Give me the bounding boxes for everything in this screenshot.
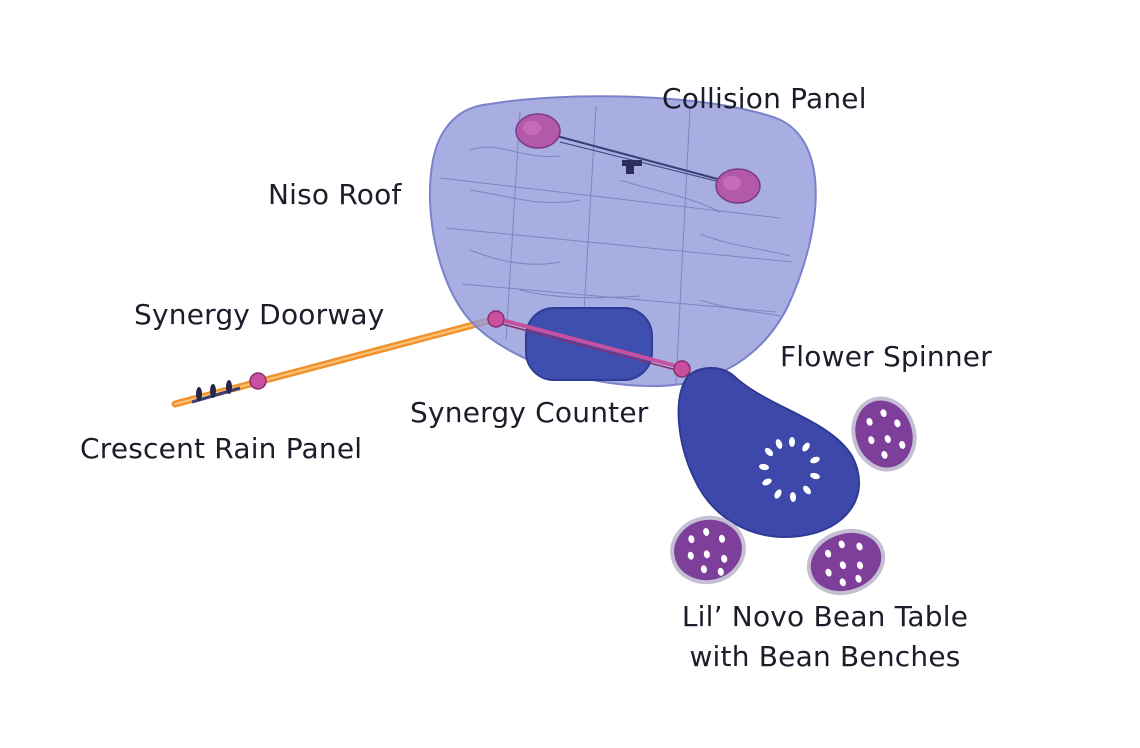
crescent-rain-panel	[191, 380, 241, 404]
synergy-doorway	[171, 316, 496, 408]
synergy-counter-label: Synergy Counter	[410, 396, 649, 429]
bean-bench-left	[670, 515, 746, 585]
flower-spinner-label: Flower Spinner	[780, 340, 992, 373]
bean-table-label-line1: Lil’ Novo Bean Table	[681, 600, 969, 633]
bean-table-label-line2: with Bean Benches	[689, 640, 961, 673]
bean-bench-right	[851, 396, 917, 472]
flower-spinner	[677, 367, 861, 538]
crescent-rain-panel-label: Crescent Rain Panel	[80, 432, 363, 465]
synergy-doorway-label: Synergy Doorway	[134, 298, 385, 331]
bean-bench-bottom	[806, 528, 886, 596]
collision-panel-label: Collision Panel	[662, 82, 867, 115]
synergy-counter	[487, 307, 691, 381]
niso-roof	[428, 95, 817, 388]
niso-roof-label: Niso Roof	[268, 178, 402, 211]
collision-panel	[515, 113, 761, 204]
